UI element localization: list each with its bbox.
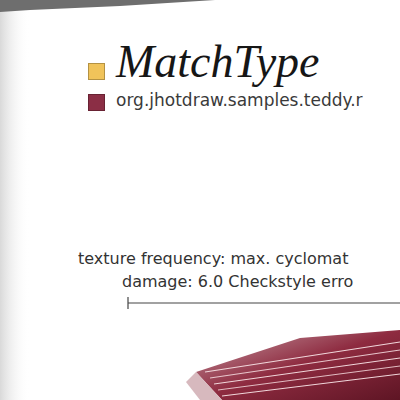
package-name: org.jhotdraw.samples.teddy.r [116, 90, 363, 110]
class-title: MatchType [116, 34, 320, 89]
color-swatch [88, 94, 105, 111]
color-swatch [88, 63, 105, 80]
scale-line [128, 302, 400, 303]
scale-tick [127, 297, 128, 309]
metric-text: texture frequency: max. cyclomat [78, 249, 348, 268]
top-corner [0, 0, 215, 12]
metric-text: damage: 6.0 Checkstyle erro [122, 272, 353, 291]
building-block [186, 330, 400, 400]
edge-shade [0, 0, 30, 400]
